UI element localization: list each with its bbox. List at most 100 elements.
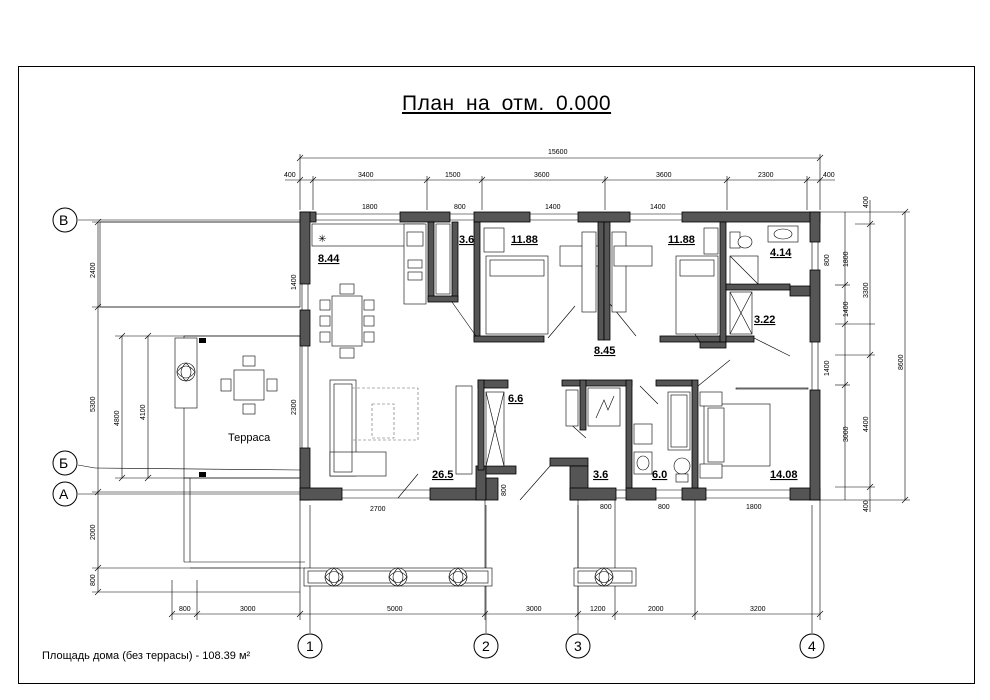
- dim-top-seg-4: 3600: [656, 172, 672, 179]
- dim-top-seg-0: 400: [284, 172, 296, 179]
- room-area-bedroom2: 11.88: [668, 234, 695, 246]
- plant-icon: [324, 567, 344, 587]
- dim-bottom-win-3: 800: [501, 484, 508, 496]
- axis-marker-4: 4: [799, 633, 825, 659]
- dim-top-total: 15600: [548, 149, 568, 156]
- axis-marker-1: 1: [297, 633, 323, 659]
- bedroom3-furniture: [699, 387, 809, 479]
- axis-label-4: 4: [808, 638, 816, 654]
- dim-top-seg-5: 2300: [758, 172, 774, 179]
- axis-label-b: Б: [59, 455, 68, 471]
- bath-fixtures: [633, 391, 691, 483]
- dim-bottom-win-0: 2700: [370, 506, 386, 513]
- dim-left-b-1: 4100: [140, 404, 147, 420]
- dim-right-c-0: 800: [824, 254, 831, 266]
- room-area-kitchen: 8.44: [318, 253, 340, 265]
- dim-top-win-0: 1800: [362, 204, 378, 211]
- terrace-table-icon: [220, 355, 278, 415]
- dim-bottom-seg-0: 800: [179, 606, 191, 613]
- room-area-bedroom3: 14.08: [770, 469, 798, 481]
- wc-fixtures: [729, 225, 799, 285]
- dim-right-a-3: 400: [863, 500, 870, 512]
- room-area-bedroom1: 11.88: [511, 234, 538, 246]
- dim-top-win-1: 800: [454, 204, 466, 211]
- dim-top-seg-2: 1500: [445, 172, 461, 179]
- dim-right-b-2: 3000: [843, 426, 850, 442]
- flower-boxes: [303, 567, 637, 587]
- terrace-label: Терраса: [228, 432, 271, 444]
- room-area-closet: 6.6: [508, 393, 523, 405]
- dim-bottom-seg-4: 1200: [590, 606, 606, 613]
- dim-right-a-1: 3300: [863, 282, 870, 298]
- dim-top-win-3: 1400: [650, 204, 666, 211]
- dim-right-b-0: 1800: [843, 251, 850, 267]
- dim-bottom-seg-3: 3000: [526, 606, 542, 613]
- dim-left-a-0: 2400: [90, 262, 97, 278]
- dim-top-seg-6: 400: [823, 172, 835, 179]
- room-labels: 8.44 3.6 11.88 11.88 4.14 3.22 8.45 6.6 …: [318, 234, 798, 481]
- room-area-bath: 6.0: [652, 469, 667, 481]
- room-area-vestibule: 3.6: [593, 469, 608, 481]
- dim-bottom-seg-6: 3200: [750, 606, 766, 613]
- dim-right-total: 8600: [898, 354, 905, 370]
- axis-marker-a: А: [52, 481, 78, 507]
- axis-label-a: А: [59, 486, 69, 502]
- axis-marker-b: Б: [52, 450, 78, 476]
- drawing-frame: [18, 66, 975, 684]
- dining-furniture: [319, 283, 375, 359]
- dim-top-seg-1: 3400: [358, 172, 374, 179]
- axis-label-1: 1: [306, 638, 314, 654]
- dim-left-b-0: 4800: [114, 410, 121, 426]
- bedroom2-furniture: [611, 227, 719, 335]
- dim-bottom-win-1: 800: [600, 504, 612, 511]
- plant-icon: [176, 362, 196, 382]
- room-area-wc: 4.14: [770, 247, 792, 259]
- interior-walls: [427, 221, 791, 489]
- dim-left-a-3: 800: [90, 574, 97, 586]
- living-furniture: [329, 379, 473, 477]
- dim-right-a-0: 400: [863, 196, 870, 208]
- area-note: Площадь дома (без террасы) - 108.39 м²: [42, 650, 251, 662]
- axis-label-v: В: [59, 212, 68, 228]
- dim-left-wall-1: 2300: [291, 399, 298, 415]
- axis-label-3: 3: [574, 638, 582, 654]
- dim-bottom-seg-2: 5000: [387, 606, 403, 613]
- dim-right-b-1: 1400: [843, 301, 850, 317]
- top-dimensions: 15600 400 3400 1500 3600 3600 2300 400 1…: [284, 149, 835, 211]
- dim-right-a-2: 4400: [863, 416, 870, 432]
- plan-title: План на отм. 0.000: [402, 92, 612, 115]
- plant-icon: [594, 567, 614, 587]
- dim-left-a-2: 2000: [90, 524, 97, 540]
- room-area-shower: 3.22: [754, 314, 775, 326]
- room-area-hall: 8.45: [594, 345, 615, 357]
- bottom-dimensions: 800 3000 5000 3000 1200 2000 3200 2700 8…: [168, 484, 824, 620]
- bedroom1-furniture: [483, 227, 599, 335]
- axis-label-2: 2: [482, 638, 490, 654]
- right-dimensions: 8600 400 3300 4400 400 1800 1400 3000 80…: [820, 196, 910, 512]
- dim-bottom-win-2: 800: [658, 504, 670, 511]
- dim-bottom-seg-1: 3000: [240, 606, 256, 613]
- room-area-pantry: 3.6: [459, 234, 474, 246]
- svg-text:✳: ✳: [318, 234, 326, 245]
- axis-marker-3: 3: [565, 633, 591, 659]
- plant-icon: [448, 567, 468, 587]
- dim-right-c-1: 1400: [824, 360, 831, 376]
- room-area-living: 26.5: [432, 469, 453, 481]
- dim-left-wall-0: 1400: [291, 274, 298, 290]
- shower-fixtures: [729, 291, 753, 335]
- dim-top-win-2: 1400: [545, 204, 561, 211]
- kitchen-furniture: ✳: [311, 223, 451, 305]
- vestibule-fixtures: [565, 387, 621, 427]
- dim-left-a-1: 5300: [90, 396, 97, 412]
- dim-top-seg-3: 3600: [534, 172, 550, 179]
- axis-marker-2: 2: [473, 633, 499, 659]
- dim-bottom-win-4: 1800: [746, 504, 762, 511]
- closet-fixtures: [485, 391, 505, 467]
- plant-icon: [388, 567, 408, 587]
- door-swings: [397, 301, 791, 501]
- exterior-walls: [299, 211, 821, 501]
- axis-marker-v: В: [52, 207, 78, 233]
- terrace: Терраса: [99, 221, 305, 569]
- dim-bottom-seg-5: 2000: [648, 606, 664, 613]
